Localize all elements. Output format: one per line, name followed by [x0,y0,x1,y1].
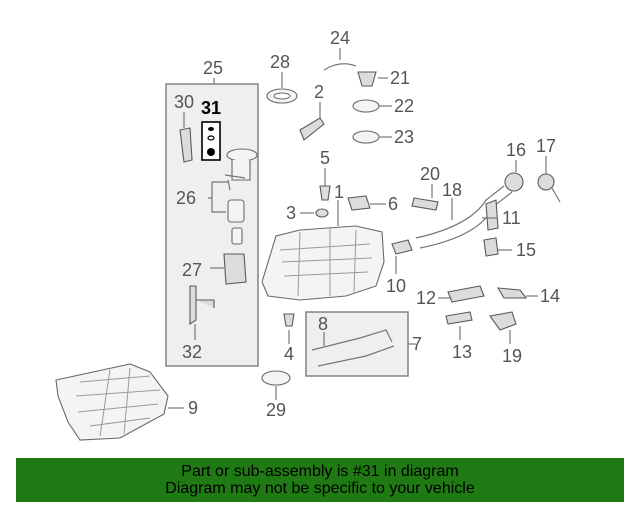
part-3-clip [315,208,329,218]
part-1-fuel-tank [261,225,385,301]
callout-27: 27 [182,260,202,280]
part-14-bracket [496,287,528,299]
part-9-shield [55,363,169,441]
part-11-clamp [485,199,499,231]
callout-8: 8 [318,314,328,334]
callout-20: 20 [420,164,440,184]
callout-32: 32 [182,342,202,362]
part-4-bolt [283,313,295,327]
part-31-oring-a [208,127,214,131]
callout-29: 29 [266,400,286,420]
callout-21: 21 [390,68,410,88]
leader-26 [208,181,228,213]
part-12-bracket [447,285,485,303]
part-22-ring [352,99,380,113]
callout-24: 24 [330,28,350,48]
part-15-hose [483,237,499,257]
callout-4: 4 [284,344,294,364]
callout-6: 6 [388,194,398,214]
callout-10: 10 [386,276,406,296]
part-8-strap [311,329,393,351]
callout-1: 1 [334,182,344,202]
part-17-door [537,173,555,191]
part-16-cap [504,172,524,192]
callout-16: 16 [506,140,526,160]
callout-11: 11 [502,208,521,228]
notice-line-1: Part or sub-assembly is #31 in diagram [181,463,459,480]
callout-5: 5 [320,148,330,168]
callout-3: 3 [286,203,296,223]
callout-2: 2 [314,82,324,102]
part-32-sender [189,285,215,326]
part-31-plug [207,148,215,156]
part-30-bracket [179,127,193,163]
part-27-housing [223,253,247,285]
part-24-hose [323,63,357,71]
callout-15: 15 [516,240,536,260]
part-21-valve [357,71,377,87]
part-18-filler-pipe [415,185,505,239]
callout-12: 12 [416,288,436,308]
part-6-bracket [347,195,371,211]
part-2-bracket [299,117,325,141]
part-13-plate [445,311,473,325]
callout-25: 25 [203,58,223,78]
callout-26: 26 [176,188,196,208]
callout-22: 22 [394,96,414,116]
notice-banner: Part or sub-assembly is #31 in diagram D… [16,458,624,502]
callout-7: 7 [412,334,422,354]
callout-19: 19 [502,346,522,366]
callout-17: 17 [536,136,556,156]
highlighted-part-31[interactable] [201,121,221,161]
callout-18: 18 [442,180,462,200]
part-26-filter [227,199,245,223]
callout-31[interactable]: 31 [201,98,221,118]
part-29-cap [261,370,291,386]
parts-diagram: 25 30 31 26 27 32 28 2 24 21 22 23 5 1 3… [55,28,561,441]
callout-23: 23 [394,127,414,147]
part-19-bracket [489,311,517,331]
callout-13: 13 [452,342,472,362]
part-23-gasket [352,130,380,144]
callout-28: 28 [270,52,290,72]
part-5-bolt [319,185,331,201]
callout-9: 9 [188,398,198,418]
part-31-oring-b [207,135,215,141]
callout-14: 14 [540,286,560,306]
callout-30: 30 [174,92,194,112]
part-20-bracket [411,197,439,211]
part-10-hose [391,239,413,255]
pump-module-flange [226,148,258,162]
notice-line-2: Diagram may not be specific to your vehi… [165,480,475,497]
